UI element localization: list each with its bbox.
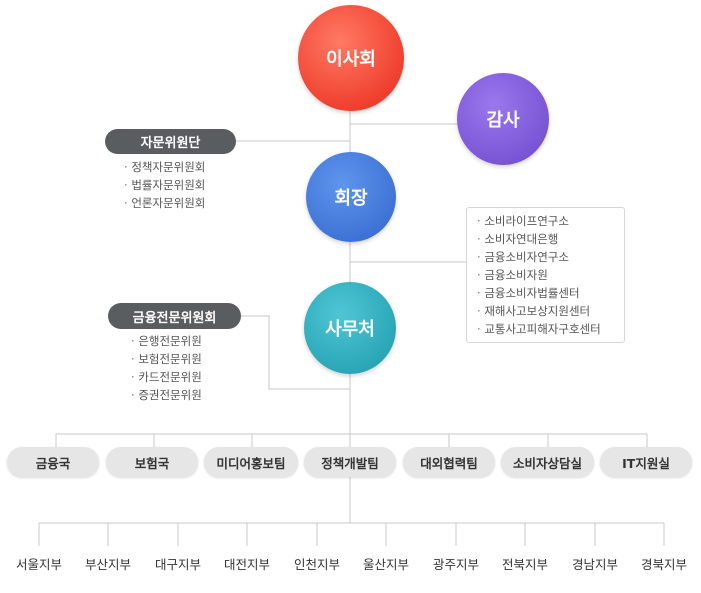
branch-jeonbuk: 전북지부: [501, 557, 548, 572]
advisory-committee-pill: 자문위원단: [105, 129, 236, 154]
board-node: 이사회: [298, 5, 404, 111]
financial-committee-list: 은행전문위원 보험전문위원 카드전문위원 증권전문위원: [131, 332, 201, 404]
chairman-label: 회장: [334, 188, 368, 209]
branch-busan: 부산지부: [84, 557, 131, 572]
dept-policy: 정책개발팀: [304, 447, 396, 477]
dept-finance: 금융국: [7, 447, 99, 477]
secretariat-node: 사무처: [304, 282, 396, 374]
branch-incheon: 인천지부: [293, 557, 340, 572]
list-item: 소비라이프연구소: [477, 212, 601, 230]
dept-label: 미디어홍보팀: [216, 455, 286, 471]
branch-ulsan: 울산지부: [362, 557, 409, 572]
secretariat-label: 사무처: [325, 319, 375, 340]
branch-daegu: 대구지부: [154, 557, 201, 572]
advisory-committee-list: 정책자문위원회 법률자문위원회 언론자문위원회: [124, 158, 205, 212]
dept-it: IT지원실: [600, 447, 692, 477]
board-label: 이사회: [326, 49, 376, 70]
dept-label: 대외협력팀: [420, 455, 478, 471]
list-item: 재해사고보상지원센터: [477, 302, 601, 320]
list-item: 보험전문위원: [131, 350, 201, 368]
list-item: 금융소비자원: [477, 266, 601, 284]
list-item: 법률자문위원회: [124, 176, 205, 194]
dept-label: 정책개발팀: [321, 455, 379, 471]
list-item: 증권전문위원: [131, 386, 201, 404]
advisory-committee-label: 자문위원단: [140, 136, 201, 151]
dept-external: 대외협력팀: [403, 447, 495, 477]
branch-gwangju: 광주지부: [432, 557, 479, 572]
list-item: 언론자문위원회: [124, 194, 205, 212]
branch-gyeongbuk: 경북지부: [640, 557, 687, 572]
branch-seoul: 서울지부: [15, 557, 62, 572]
list-item: 카드전문위원: [131, 368, 201, 386]
financial-committee-label: 금융전문위원회: [132, 310, 217, 326]
audit-label: 감사: [486, 110, 520, 131]
list-item: 금융소비자연구소: [477, 248, 601, 266]
dept-insurance: 보험국: [106, 447, 198, 477]
list-item: 은행전문위원: [131, 332, 201, 350]
list-item: 소비자연대은행: [477, 230, 601, 248]
branch-gyeongnam: 경남지부: [571, 557, 618, 572]
affiliated-orgs-list: 소비라이프연구소 소비자연대은행 금융소비자연구소 금융소비자원 금융소비자법률…: [477, 212, 601, 338]
dept-label: IT지원실: [622, 455, 670, 471]
audit-node: 감사: [457, 73, 549, 165]
chairman-node: 회장: [306, 152, 396, 242]
dept-consulting: 소비자상담실: [501, 447, 594, 477]
branch-daejeon: 대전지부: [223, 557, 270, 572]
financial-committee-pill: 금융전문위원회: [108, 303, 241, 329]
dept-label: 금융국: [35, 455, 71, 471]
list-item: 교통사고피해자구호센터: [477, 320, 600, 338]
dept-label: 소비자상담실: [512, 455, 582, 471]
list-item: 정책자문위원회: [124, 158, 205, 176]
dept-label: 보험국: [134, 455, 170, 471]
dept-media: 미디어홍보팀: [204, 447, 298, 477]
list-item: 금융소비자법률센터: [477, 284, 601, 302]
